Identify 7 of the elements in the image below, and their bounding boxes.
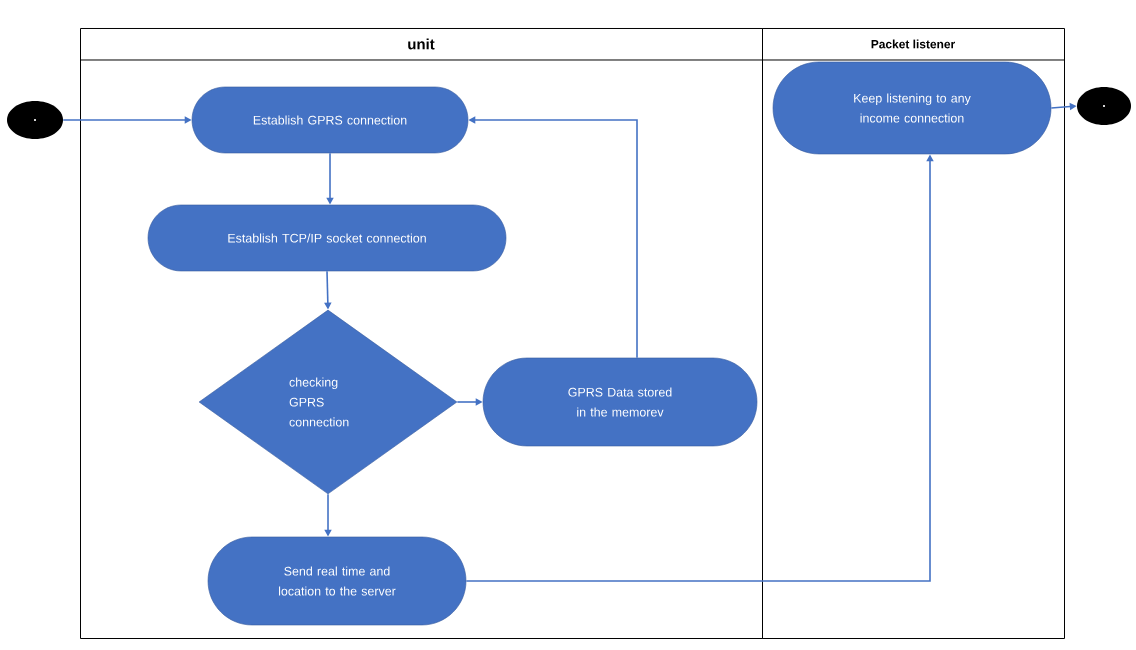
activity-box: Keep listening to any income connection (772, 61, 1052, 155)
activity-box: Send real time and location to the server (207, 536, 467, 626)
start-node (7, 101, 63, 139)
activity-box: Establish GPRS connection (191, 86, 469, 154)
activity-box: Establish TCP/IP socket connection (147, 204, 507, 272)
activity-box: GPRS Data stored in the memorev (482, 357, 758, 447)
end-node (1077, 87, 1131, 125)
